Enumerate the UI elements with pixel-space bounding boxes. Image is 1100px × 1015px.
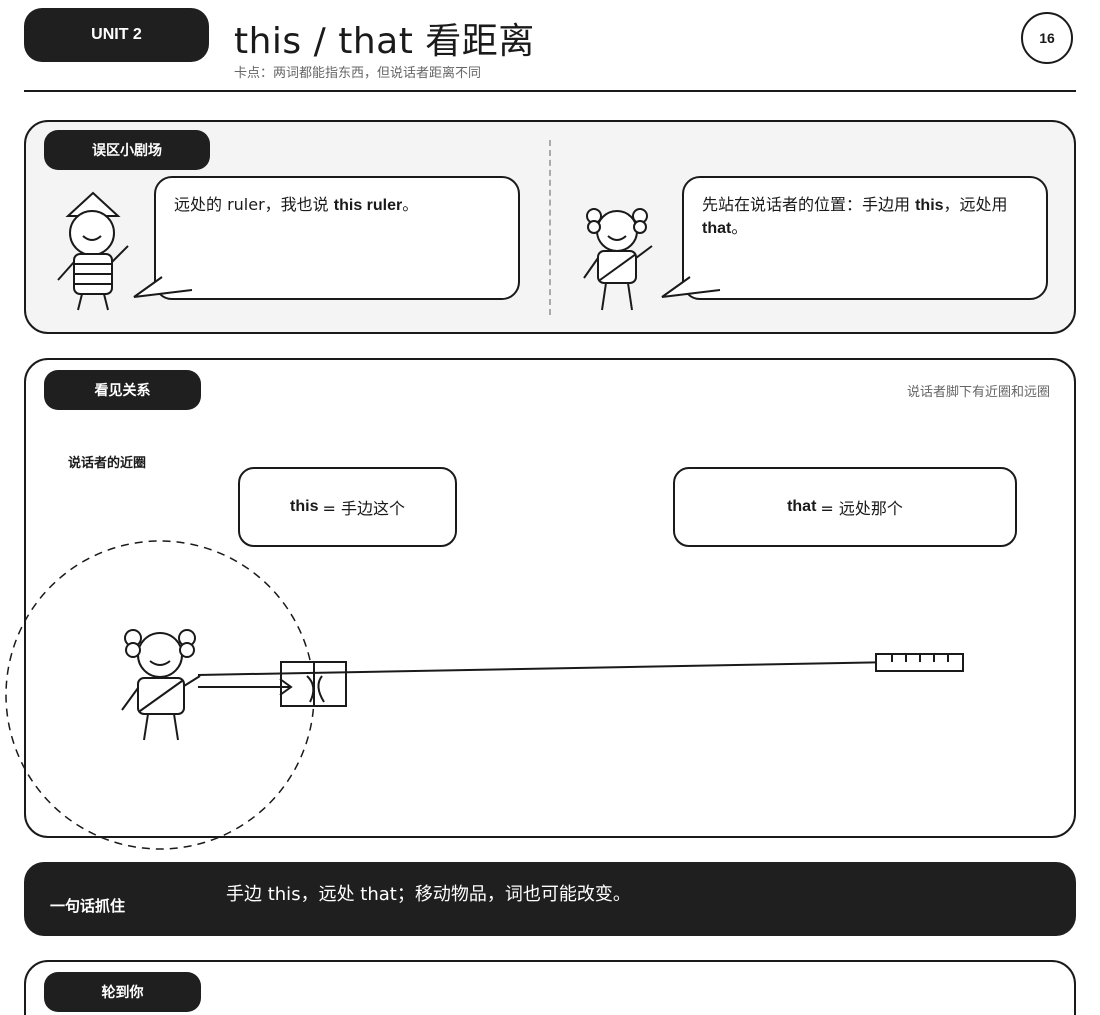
correct-bubble-bold-a: this bbox=[915, 197, 944, 214]
wrong-bubble-end: 。 bbox=[402, 195, 419, 214]
relation-panel bbox=[24, 358, 1076, 838]
header-divider bbox=[24, 90, 1076, 92]
summary-bar: 一句话抓住 手边 this，远处 that；移动物品，词也可能改变。 bbox=[24, 862, 1076, 936]
correct-bubble-bold-b: that bbox=[702, 220, 732, 238]
page-number: 16 bbox=[1021, 12, 1073, 64]
wrong-bubble-bold: this ruler bbox=[333, 197, 403, 214]
that-keyword: that bbox=[787, 498, 817, 515]
practice-tag: 轮到你 bbox=[44, 972, 201, 1012]
this-keyword: this bbox=[290, 498, 319, 515]
summary-text: 手边 this，远处 that；移动物品，词也可能改变。 bbox=[226, 884, 631, 905]
unit-badge: UNIT 2 bbox=[24, 8, 209, 62]
page-subtitle: 卡点：两词都能指东西，但说话者距离不同 bbox=[234, 66, 482, 81]
correct-bubble-text-c: 。 bbox=[731, 218, 748, 238]
correct-bubble-text-a: 先站在说话者的位置：手边用 bbox=[702, 195, 916, 214]
misconception-tag: 误区小剧场 bbox=[44, 130, 210, 170]
page-title: this / that 看距离 bbox=[234, 21, 535, 62]
wrong-bubble-text: 远处的 ruler，我也说 bbox=[174, 195, 334, 214]
that-definition: = 远处那个 bbox=[820, 499, 903, 518]
this-definition: = 手边这个 bbox=[322, 499, 405, 518]
summary-label: 一句话抓住 bbox=[50, 897, 126, 915]
panel-divider bbox=[549, 140, 551, 315]
that-definition-box: that= 远处那个 bbox=[673, 467, 1017, 547]
wrong-speech-bubble: 远处的 ruler，我也说 this ruler。 bbox=[154, 176, 520, 300]
relation-note: 说话者脚下有近圈和远圈 bbox=[906, 385, 1050, 400]
relation-tag: 看见关系 bbox=[44, 370, 201, 410]
correct-bubble-text-b: ，远处用 bbox=[943, 195, 1008, 214]
correct-speech-bubble: 先站在说话者的位置：手边用 this，远处用 that。 bbox=[682, 176, 1048, 300]
near-circle-label: 说话者的近圈 bbox=[68, 456, 147, 471]
this-definition-box: this= 手边这个 bbox=[238, 467, 457, 547]
